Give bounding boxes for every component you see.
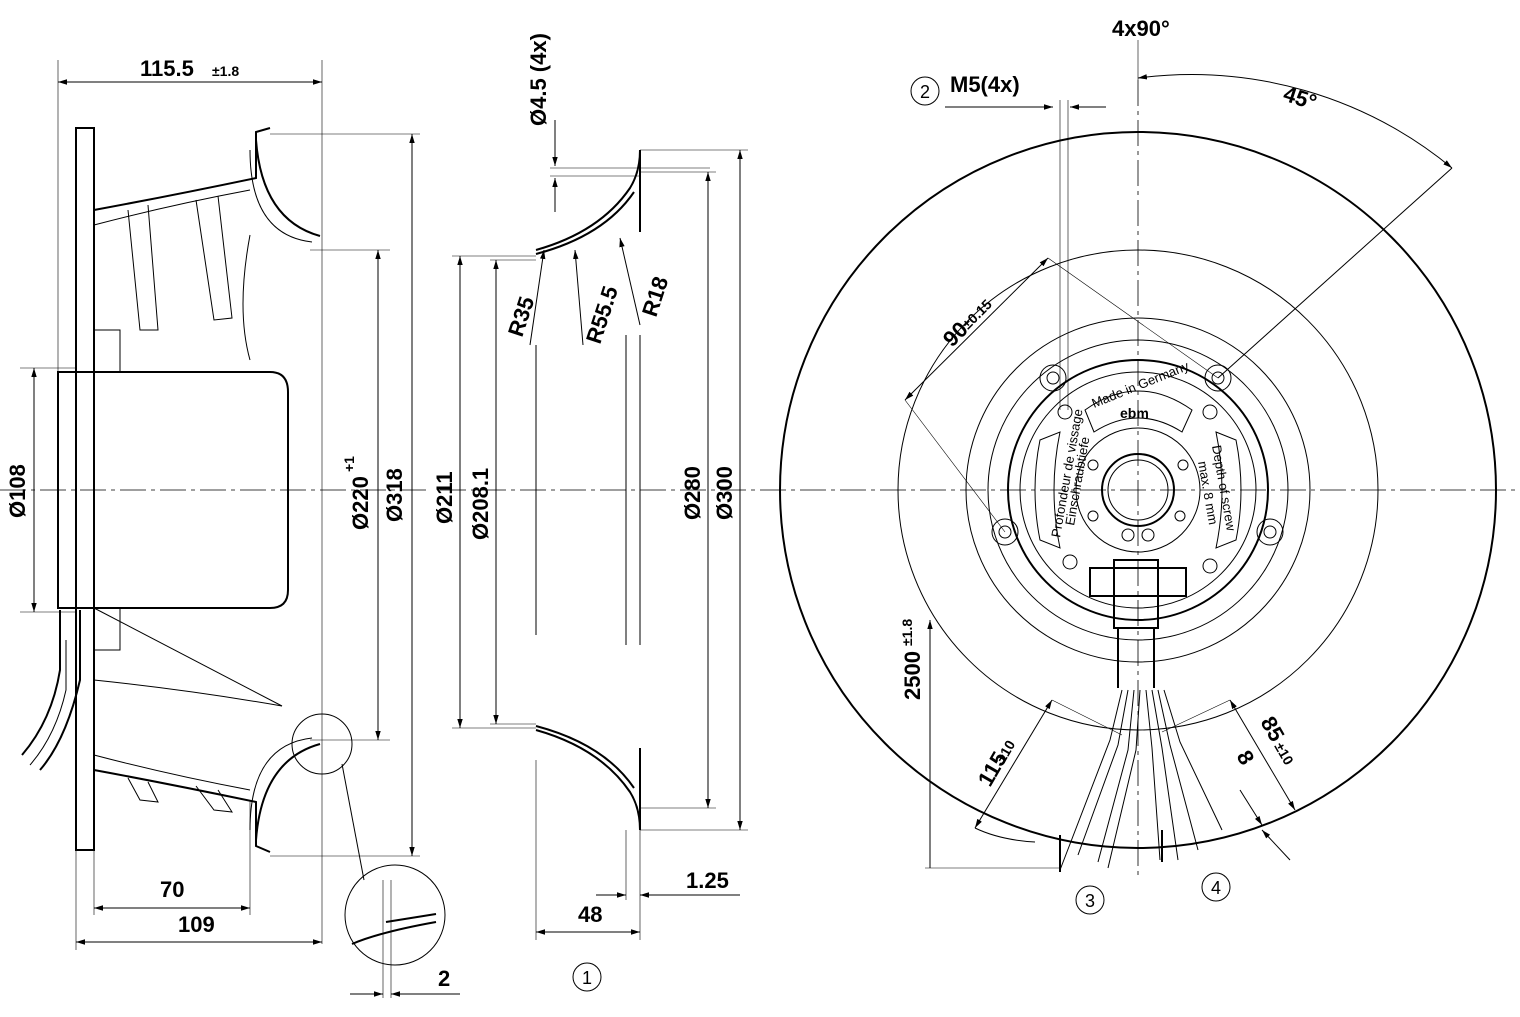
dim-109: 109 [178, 912, 215, 937]
radius-r18: R18 [637, 273, 673, 319]
cable-length-tol: ±1.8 [899, 619, 915, 646]
thread-m5: M5(4x) [950, 72, 1020, 97]
label-made-in-germany: Made in Germany [1090, 358, 1192, 411]
dia-300: Ø300 [712, 466, 737, 520]
dim-85-tol: ±10 [1271, 740, 1297, 768]
front-view: Made in Germany ebm Profondeur de vissag… [760, 16, 1515, 915]
dim-70: 70 [160, 877, 184, 902]
dia-211: Ø211 [432, 471, 457, 524]
callout-2: 2 [920, 82, 930, 102]
detail-dim-2: 2 [438, 966, 450, 991]
cable-length: 2500 [900, 651, 925, 700]
dim-outer-dia: Ø318 [382, 468, 407, 522]
dia-280: Ø280 [680, 466, 705, 520]
angle-45: 45° [1280, 81, 1319, 115]
inlet-ring-view: Ø4.5 (4x) R35 R55.5 R18 Ø211 Ø208.1 Ø280… [432, 33, 760, 992]
angle-4x90: 4x90° [1112, 16, 1170, 41]
dim-125: 1.25 [686, 868, 729, 893]
callout-3-circle [1075, 885, 1105, 915]
callout-3: 3 [1085, 891, 1095, 911]
dim-width-top: 115.5 [140, 56, 194, 81]
dim-hub-dia: Ø108 [5, 464, 30, 518]
callout-1-circle [572, 962, 602, 992]
radius-r35: R35 [503, 293, 539, 339]
radius-r55: R55.5 [581, 283, 623, 347]
callout-4: 4 [1211, 878, 1221, 898]
dim-8: 8 [1232, 746, 1260, 769]
dim-inlet-dia: Ø220 [348, 476, 373, 530]
dia-208: Ø208.1 [468, 468, 493, 540]
callout-1: 1 [582, 968, 592, 988]
dim-width-top-tol: ±1.8 [212, 63, 239, 79]
callout-4-circle [1201, 872, 1231, 902]
dim-inlet-dia-tol: +1 [341, 456, 357, 472]
callout-2-circle [910, 76, 940, 106]
side-view: 115.5 ±1.8 Ø108 Ø220 +1 Ø318 70 109 2 [0, 56, 460, 998]
hole-dia: Ø4.5 (4x) [526, 33, 551, 126]
dim-48: 48 [578, 902, 602, 927]
label-brand: ebm [1120, 405, 1149, 421]
